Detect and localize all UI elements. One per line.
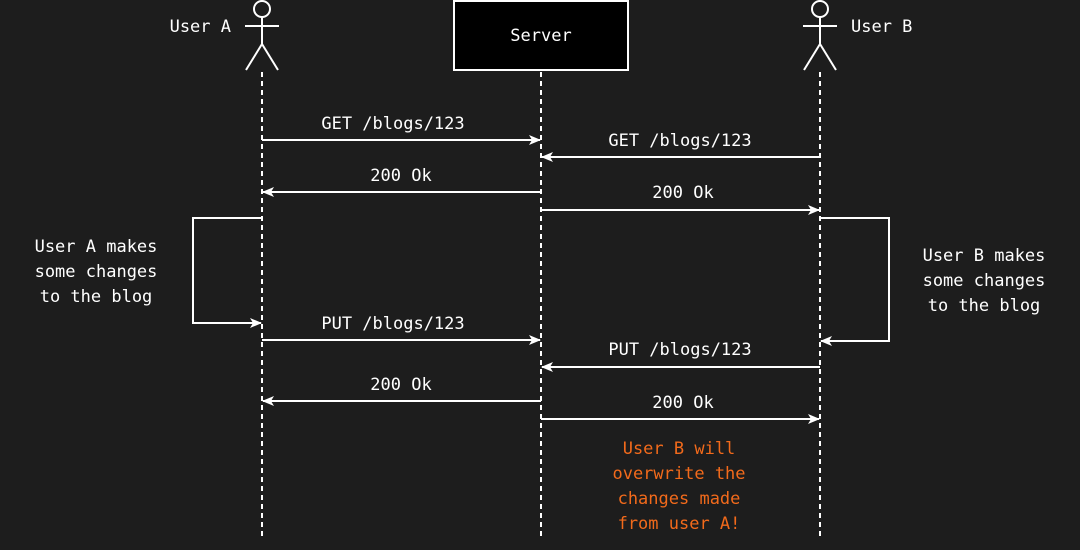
b-put-label: PUT /blogs/123 <box>608 340 751 360</box>
b-get-response-label: 200 Ok <box>652 183 713 203</box>
user-a-edit-note-line-3: to the blog <box>40 287 153 307</box>
user-b-edit-loop <box>820 217 890 346</box>
a-put-label: PUT /blogs/123 <box>321 314 464 334</box>
warning-note-line-2: overwrite the <box>612 464 745 484</box>
user-a-edit-note-line-1: User A makes <box>35 237 158 257</box>
server-box <box>453 0 629 71</box>
server-label: Server <box>510 26 571 46</box>
user-b-actor-icon <box>803 0 837 71</box>
user-b-edit-note-line-3: to the blog <box>928 296 1041 316</box>
warning-note-line-3: changes made <box>618 489 741 509</box>
warning-note-line-4: from user A! <box>618 514 741 534</box>
a-get-label: GET /blogs/123 <box>321 114 464 134</box>
warning-note-line-1: User B will <box>623 439 736 459</box>
user-b-edit-note-line-1: User B makes <box>923 246 1046 266</box>
user-a-edit-note-line-2: some changes <box>35 262 158 282</box>
user-a-edit-loop <box>192 217 262 328</box>
b-get-label: GET /blogs/123 <box>608 131 751 151</box>
user-a-label: User A <box>170 17 231 37</box>
a-get-response-label: 200 Ok <box>370 166 431 186</box>
user-b-edit-note-line-2: some changes <box>923 271 1046 291</box>
user-b-label: User B <box>851 17 912 37</box>
a-put-response-label: 200 Ok <box>370 375 431 395</box>
user-a-actor-icon <box>245 0 279 71</box>
b-put-response-label: 200 Ok <box>652 393 713 413</box>
